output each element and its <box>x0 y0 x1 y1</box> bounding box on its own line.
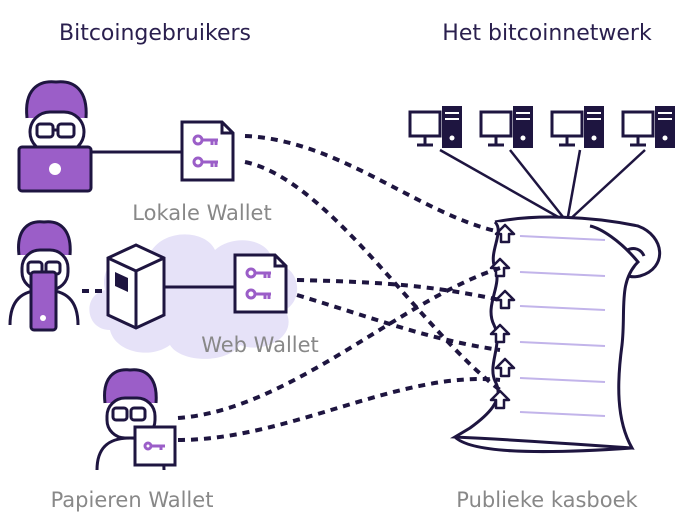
up-arrow-icon <box>494 223 516 244</box>
up-arrow-icon <box>494 357 516 378</box>
local-wallet-key-document-icon <box>180 120 235 182</box>
label-public-ledger: Publieke kasboek <box>456 488 638 512</box>
label-web-wallet: Web Wallet <box>201 333 319 357</box>
wallet-connections <box>177 134 502 442</box>
heading-bitcoin-network: Het bitcoinnetwerk <box>442 21 652 46</box>
desktop-computer-icon <box>408 106 462 148</box>
desktop-computer-icon <box>479 106 533 148</box>
public-ledger-scroll <box>449 215 662 454</box>
node-connection-lines <box>439 148 646 224</box>
ledger-entry-line <box>519 271 606 277</box>
label-local-wallet: Lokale Wallet <box>132 201 271 225</box>
person-laptop-icon <box>17 80 93 193</box>
network-nodes <box>408 106 675 148</box>
up-arrow-icon <box>489 323 511 344</box>
web-wallet-key-document-icon <box>233 253 288 314</box>
ledger-entries <box>519 235 606 417</box>
ledger-entry-line <box>519 305 606 311</box>
up-arrow-icon <box>489 389 511 410</box>
up-arrow-icon <box>489 257 511 278</box>
person-phone-icon <box>8 220 80 332</box>
person-paper-icon <box>95 368 177 471</box>
ledger-entry-line <box>519 235 606 241</box>
ledger-entry-line <box>519 411 606 417</box>
ledger-arrows <box>489 223 516 410</box>
server-icon <box>106 243 166 330</box>
ledger-entry-line <box>519 377 606 383</box>
heading-bitcoin-users: Bitcoingebruikers <box>59 21 251 46</box>
desktop-computer-icon <box>550 106 604 148</box>
label-paper-wallet: Papieren Wallet <box>51 488 214 512</box>
ledger-entry-line <box>519 341 606 347</box>
desktop-computer-icon <box>621 106 675 148</box>
